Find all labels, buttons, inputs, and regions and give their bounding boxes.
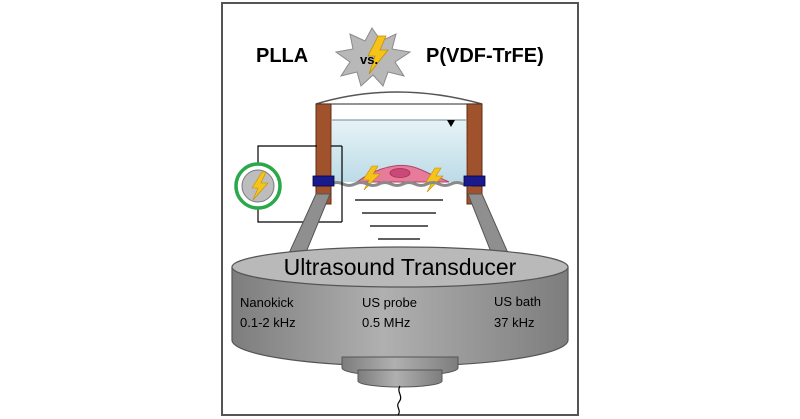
label-pvdf-trfe: P(VDF-TrFE) [426, 45, 544, 67]
ultrasound-transducer [231, 246, 569, 416]
voltmeter-icon [234, 162, 282, 210]
label-vs: vs. [360, 52, 378, 67]
mode-freq-us-probe: 0.5 MHz [362, 315, 410, 330]
chamber-lid [315, 91, 483, 105]
piezo-membrane [330, 181, 476, 187]
mode-name-us-bath: US bath [494, 294, 541, 309]
cell-nucleus [389, 168, 411, 178]
mode-name-nanokick: Nanokick [240, 295, 294, 310]
mode-freq-nanokick: 0.1-2 kHz [240, 315, 296, 330]
right-post [466, 103, 483, 205]
meniscus-marker-icon [447, 120, 455, 127]
starburst-icon [334, 27, 412, 87]
label-plla: PLLA [256, 45, 308, 67]
lightning-icon [367, 35, 389, 75]
right-clamp [463, 175, 486, 187]
transducer-label: Ultrasound Transducer [284, 254, 517, 280]
mode-name-us-probe: US probe [362, 295, 417, 310]
mode-freq-us-bath: 37 kHz [494, 315, 534, 330]
left-post [315, 103, 332, 205]
left-clamp [312, 175, 335, 187]
